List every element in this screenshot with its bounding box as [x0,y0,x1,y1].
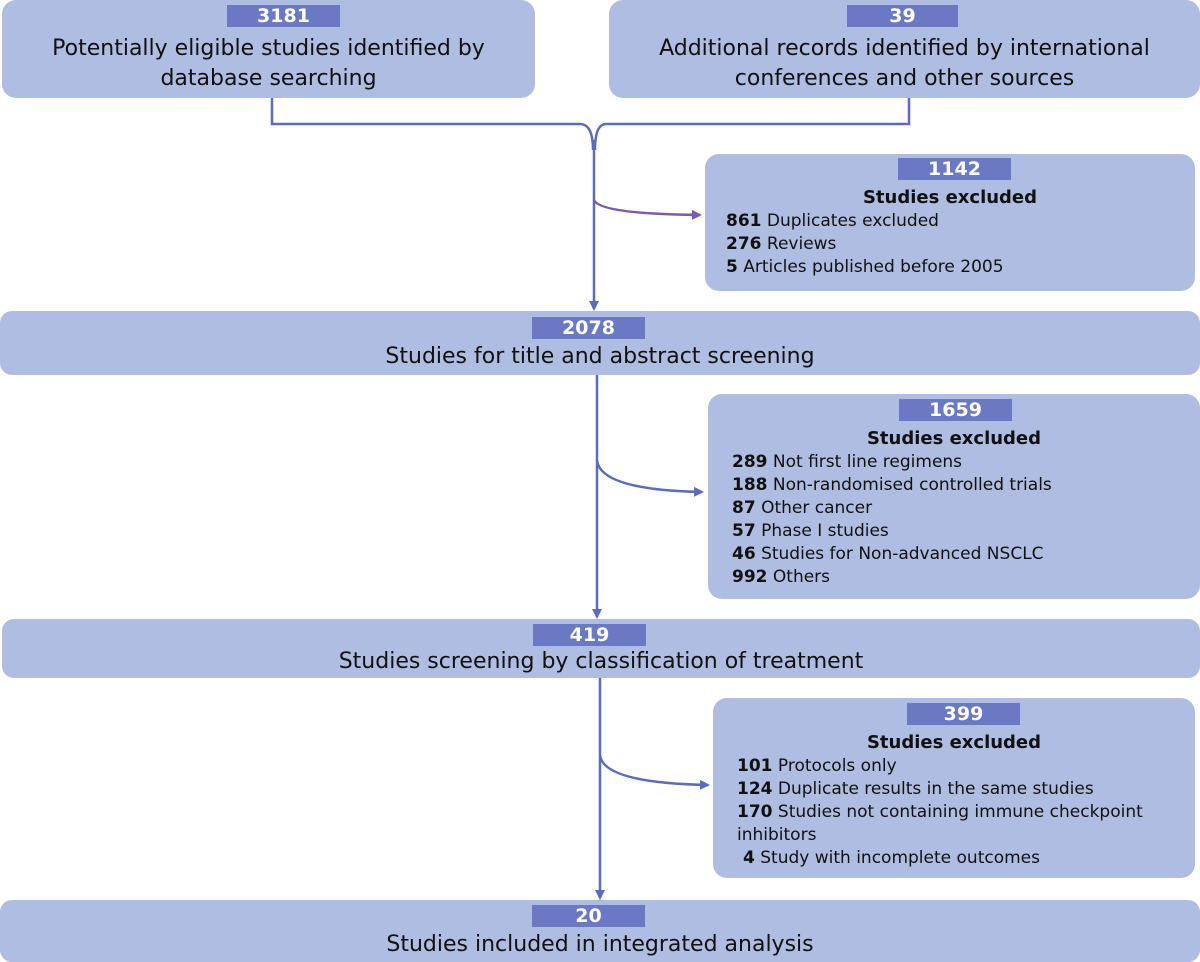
exclusion-1-count: 1142 [898,158,1011,180]
exclusion-2-count: 1659 [899,399,1012,421]
classification-count: 419 [533,624,646,646]
source-other-connector [593,98,911,151]
included-count: 20 [532,905,645,927]
list-item: 101 Protocols only [737,756,897,776]
list-item: 188 Non-randomised controlled trials [732,475,1052,495]
source-database-box: 3181 Potentially eligible studies identi… [2,0,535,98]
list-item: 87 Other cancer [732,498,873,518]
list-item: 4 Study with incomplete outcomes [743,848,1040,868]
source-database-connector [270,98,595,151]
exclusion-3-count: 399 [907,703,1020,725]
source-other-count: 39 [847,5,958,27]
source-other-box: 39 Additional records identified by inte… [609,0,1200,98]
included-label: Studies included in integrated analysis [386,932,814,957]
exclusion-1-box: 1142 Studies excluded 861 Duplicates exc… [705,154,1195,291]
exclusion-3-title: Studies excluded [866,732,1042,753]
list-item: 5 Articles published before 2005 [726,257,1004,277]
branch-arrow-1 [592,199,702,220]
exclusion-1-title: Studies excluded [862,187,1038,208]
list-item: 124 Duplicate results in the same studie… [737,779,1094,799]
list-item: 276 Reviews [726,234,837,254]
source-other-label: Additional records identified by interna… [659,36,1150,91]
exclusion-2-title: Studies excluded [866,428,1042,449]
screening-label: Studies for title and abstract screening [385,344,815,369]
exclusion-3-list: 101 Protocols only 124 Duplicate results… [737,755,1187,870]
classification-box: 419 Studies screening by classification … [2,619,1200,678]
list-item: 992 Others [732,567,831,587]
included-box: 20 Studies included in integrated analys… [0,900,1200,962]
source-database-count: 3181 [227,5,340,27]
list-item: 170 Studies not containing immune checkp… [737,802,1143,845]
classification-label: Studies screening by classification of t… [338,649,864,674]
exclusion-2-box: 1659 Studies excluded 289 Not first line… [708,394,1200,599]
exclusion-2-list: 289 Not first line regimens 188 Non-rand… [732,451,1052,589]
list-item: 46 Studies for Non-advanced NSCLC [732,544,1044,564]
list-item: 289 Not first line regimens [732,452,963,472]
screening-box: 2078 Studies for title and abstract scre… [0,311,1200,375]
list-item: 57 Phase Ⅰ studies [732,521,889,541]
branch-arrow-2 [595,459,704,497]
list-item: 861 Duplicates excluded [726,211,939,231]
screening-count: 2078 [532,317,645,339]
exclusion-1-list: 861 Duplicates excluded 276 Reviews 5 Ar… [726,210,1004,279]
exclusion-3-box: 399 Studies excluded 101 Protocols only … [713,698,1195,878]
branch-arrow-3 [598,754,710,790]
source-database-label: Potentially eligible studies identified … [52,36,485,91]
